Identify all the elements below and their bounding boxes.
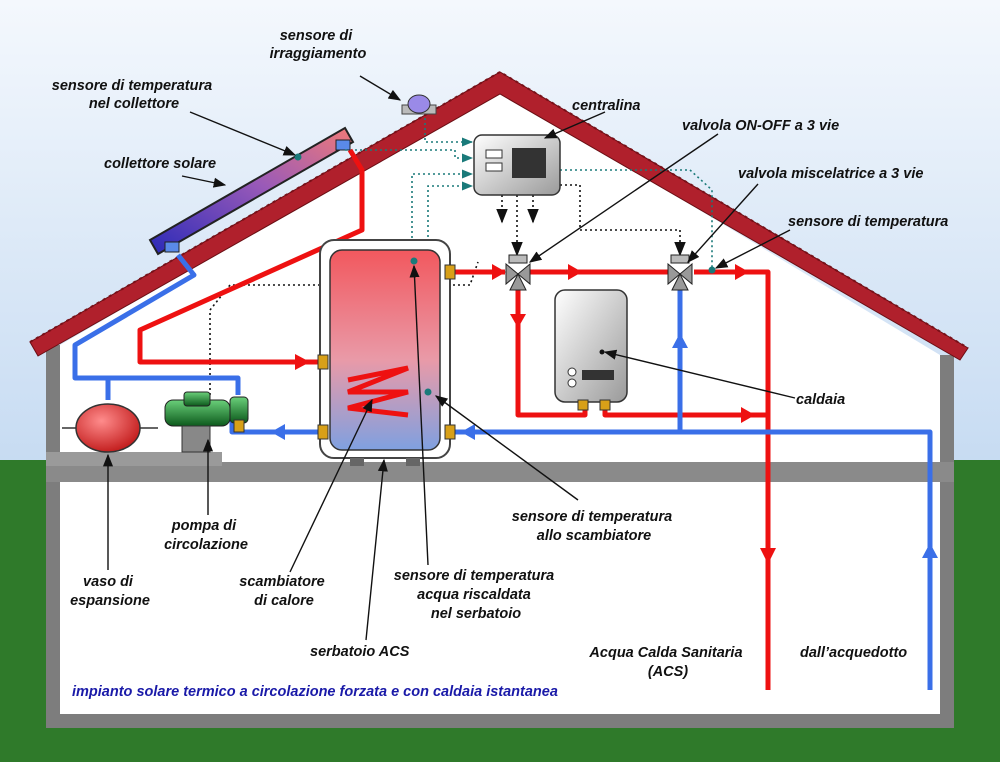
control-unit (473, 134, 561, 196)
tank-sensor-dot (410, 257, 418, 265)
collector-sensor-dot (294, 153, 302, 161)
cold-flow-arrows (271, 333, 938, 558)
onoff-3way-valve (505, 254, 531, 291)
boiler (554, 289, 628, 411)
exchanger-sensor-dot (424, 388, 432, 396)
mixing-3way-valve (667, 254, 693, 291)
irradiance-sensor (401, 94, 437, 115)
label-heat-exchanger: scambiatore di calore (239, 574, 328, 609)
label-irradiance-sensor: sensore di irraggiamento (270, 28, 367, 62)
label-storage-tank: serbatoio ACS (310, 644, 410, 660)
label-tank-sensor: sensore di temperatura acqua riscaldata … (394, 568, 558, 622)
label-onoff-valve: valvola ON-OFF a 3 vie (682, 118, 839, 134)
label-exchanger-sensor: sensore di temperatura allo scambiatore (512, 509, 676, 544)
heat-exchanger-coil (347, 365, 409, 418)
storage-tank (317, 239, 456, 466)
house-walls (46, 90, 954, 728)
solar-collector (148, 126, 355, 256)
label-collector-sensor: sensore di temperatura nel collettore (52, 78, 216, 112)
signal-lines (345, 118, 713, 392)
label-boiler: caldaia (796, 392, 845, 408)
expansion-vessel (62, 403, 158, 453)
diagram-caption: impianto solare termico a circolazione f… (72, 684, 558, 700)
leader-lines (102, 75, 796, 641)
control-lines (209, 184, 686, 395)
label-expansion-vessel: vaso di espansione (70, 574, 150, 609)
label-solar-collector: collettore solare (104, 156, 216, 172)
label-acs: Acqua Calda Sanitaria (ACS) (588, 645, 746, 680)
mix-sensor-dot (708, 266, 716, 274)
label-control-unit: centralina (572, 98, 641, 114)
roof (29, 70, 969, 361)
label-temperature-sensor: sensore di temperatura (788, 214, 948, 230)
label-mixing-valve: valvola miscelatrice a 3 vie (738, 166, 923, 182)
hot-flow-arrows (295, 264, 776, 564)
label-aqueduct: dall’acquedotto (800, 645, 907, 661)
label-circulation-pump: pompa di circolazione (164, 518, 248, 553)
